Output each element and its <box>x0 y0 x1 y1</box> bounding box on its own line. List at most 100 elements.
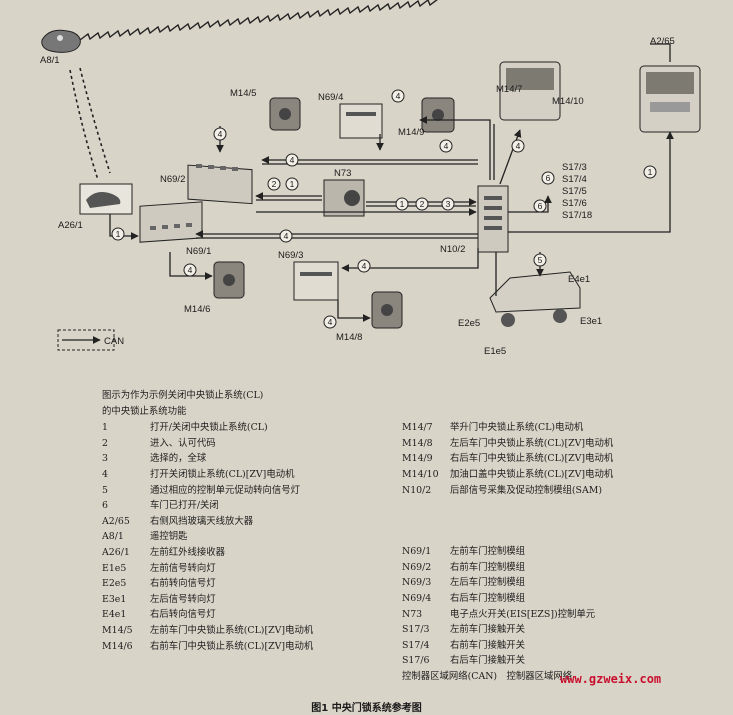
legend-item: 1 打开/关闭中央锁止系统(CL) <box>102 420 402 436</box>
label-S17-3: S17/3 <box>562 162 587 173</box>
label-M14-8: M14/8 <box>336 332 362 343</box>
label-A8-1: A8/1 <box>40 55 60 66</box>
legend-key: 3 <box>102 453 108 465</box>
legend-text: 加油口盖中央锁止系统(CL)[ZV]电动机 <box>450 468 614 480</box>
legend-item: N10/2 后部信号采集及促动控制模组(SAM) <box>402 483 662 499</box>
legend-key: 1 <box>102 422 108 434</box>
legend-text: 左前信号转向灯 <box>150 562 216 574</box>
label-N69-2: N69/2 <box>160 174 185 185</box>
legend-item: 2 进入、认可代码 <box>102 436 402 452</box>
legend-key: N69/4 <box>402 592 432 604</box>
legend-key: 2 <box>102 437 108 449</box>
step-2-a: 2 <box>272 179 277 189</box>
legend-key: 6 <box>102 500 108 512</box>
central-locking-diagram: A8/1 A26/1 N69/2 N69/1 M14/5 M14/9 M14/6… <box>40 0 701 357</box>
label-E2e5: E2e5 <box>458 318 480 329</box>
legend-text: 右前车门中央锁止系统(CL)[ZV]电动机 <box>150 640 314 652</box>
legend-right-gap <box>402 498 662 544</box>
legend-can-text: 控制器区域网络(CAN) 控制器区域网络 <box>402 670 573 682</box>
legend: 图示为作为示例关闭中央锁止系统(CL) 的中央锁止系统功能 1 打开/关闭中央锁止… <box>102 388 662 685</box>
legend-text: 右后车门控制模组 <box>450 592 526 604</box>
legend-item: 6 车门已打开/关闭 <box>102 498 402 514</box>
label-S17-18: S17/18 <box>562 210 592 221</box>
label-N73: N73 <box>334 168 351 179</box>
legend-text: 左前车门中央锁止系统(CL)[ZV]电动机 <box>150 624 314 636</box>
lock-motor-M14-5 <box>269 97 301 131</box>
lock-motor-M14-8 <box>371 291 403 329</box>
vehicle-rear-view <box>499 61 561 121</box>
label-N69-3: N69/3 <box>278 250 303 261</box>
legend-text: 左前红外线接收器 <box>150 546 226 558</box>
step-4-a: 4 <box>218 129 223 139</box>
legend-text: 左后车门中央锁止系统(CL)[ZV]电动机 <box>450 437 614 449</box>
legend-intro: 图示为作为示例关闭中央锁止系统(CL) 的中央锁止系统功能 <box>102 388 662 419</box>
legend-key: M14/9 <box>402 453 433 465</box>
legend-text: 打开关闭锁止系统(CL)[ZV]电动机 <box>150 468 295 480</box>
legend-key: A8/1 <box>102 531 124 543</box>
legend-key: N69/3 <box>402 577 432 589</box>
step-6-a: 6 <box>546 173 551 183</box>
legend-text: 后部信号采集及促动控制模组(SAM) <box>450 484 602 496</box>
label-A26-1: A26/1 <box>58 220 83 231</box>
step-1-d: 1 <box>648 167 653 177</box>
legend-text: 举升门中央锁止系统(CL)电动机 <box>450 422 584 434</box>
legend-key: N69/2 <box>402 561 432 573</box>
step-4-i: 4 <box>516 141 521 151</box>
legend-key: S17/3 <box>402 624 430 636</box>
sam-module-N10-2 <box>477 185 509 253</box>
label-M14-5: M14/5 <box>230 88 256 99</box>
step-4-g: 4 <box>362 261 367 271</box>
lock-motor-M14-9 <box>421 97 455 133</box>
infrared-arcs <box>69 67 111 181</box>
step-4-f: 4 <box>188 265 193 275</box>
label-N69-1: N69/1 <box>186 246 211 257</box>
legend-key: N69/1 <box>402 546 432 558</box>
label-M14-9: M14/9 <box>398 127 424 138</box>
legend-key: A26/1 <box>102 546 130 558</box>
step-markers: 4 4 4 4 2 1 1 2 3 4 1 4 4 4 4 6 6 1 5 <box>111 89 657 329</box>
legend-key: E2e5 <box>102 578 127 590</box>
door-module-N69-1 <box>139 201 203 243</box>
legend-key: M14/7 <box>402 422 433 434</box>
legend-text: 打开/关闭中央锁止系统(CL) <box>150 422 268 434</box>
infrared-receiver-icon <box>86 192 121 208</box>
signal-arrows <box>109 43 674 322</box>
legend-key: N10/2 <box>402 484 432 496</box>
legend-item: 3 选择的，全球 <box>102 451 402 467</box>
legend-text: 左前车门接触开关 <box>450 624 526 636</box>
legend-text: 进入、认可代码 <box>150 437 216 449</box>
legend-text: 电子点火开关(EIS[EZS])控制单元 <box>450 608 596 620</box>
legend-key: M14/10 <box>402 468 439 480</box>
vehicle-signal-lamps <box>489 271 581 327</box>
radio-wave-line <box>79 0 438 41</box>
figure-caption: 图1 中央门锁系统参考图 <box>311 703 422 714</box>
legend-text: 车门已打开/关闭 <box>150 500 219 512</box>
legend-text: 右后车门中央锁止系统(CL)[ZV]电动机 <box>450 453 614 465</box>
legend-item: N69/1 左前车门控制模组 <box>402 544 662 560</box>
legend-text: 右后车门接触开关 <box>450 655 526 667</box>
legend-item: M14/7 举升门中央锁止系统(CL)电动机 <box>402 420 662 436</box>
legend-text: 左前车门控制模组 <box>450 546 526 558</box>
label-S17-5: S17/5 <box>562 186 587 197</box>
label-N69-4: N69/4 <box>318 92 343 103</box>
legend-can-line: 控制器区域网络(CAN) 控制器区域网络 <box>402 669 662 685</box>
legend-text: 选择的，全球 <box>150 453 207 465</box>
label-M14-10: M14/10 <box>552 96 584 107</box>
door-module-N69-2 <box>187 164 253 205</box>
step-3: 3 <box>446 199 451 209</box>
label-S17-6: S17/6 <box>562 198 587 209</box>
label-E4e1: E4e1 <box>568 274 590 285</box>
legend-item: A26/1 左前红外线接收器 <box>102 545 402 561</box>
legend-key: E3e1 <box>102 593 127 605</box>
